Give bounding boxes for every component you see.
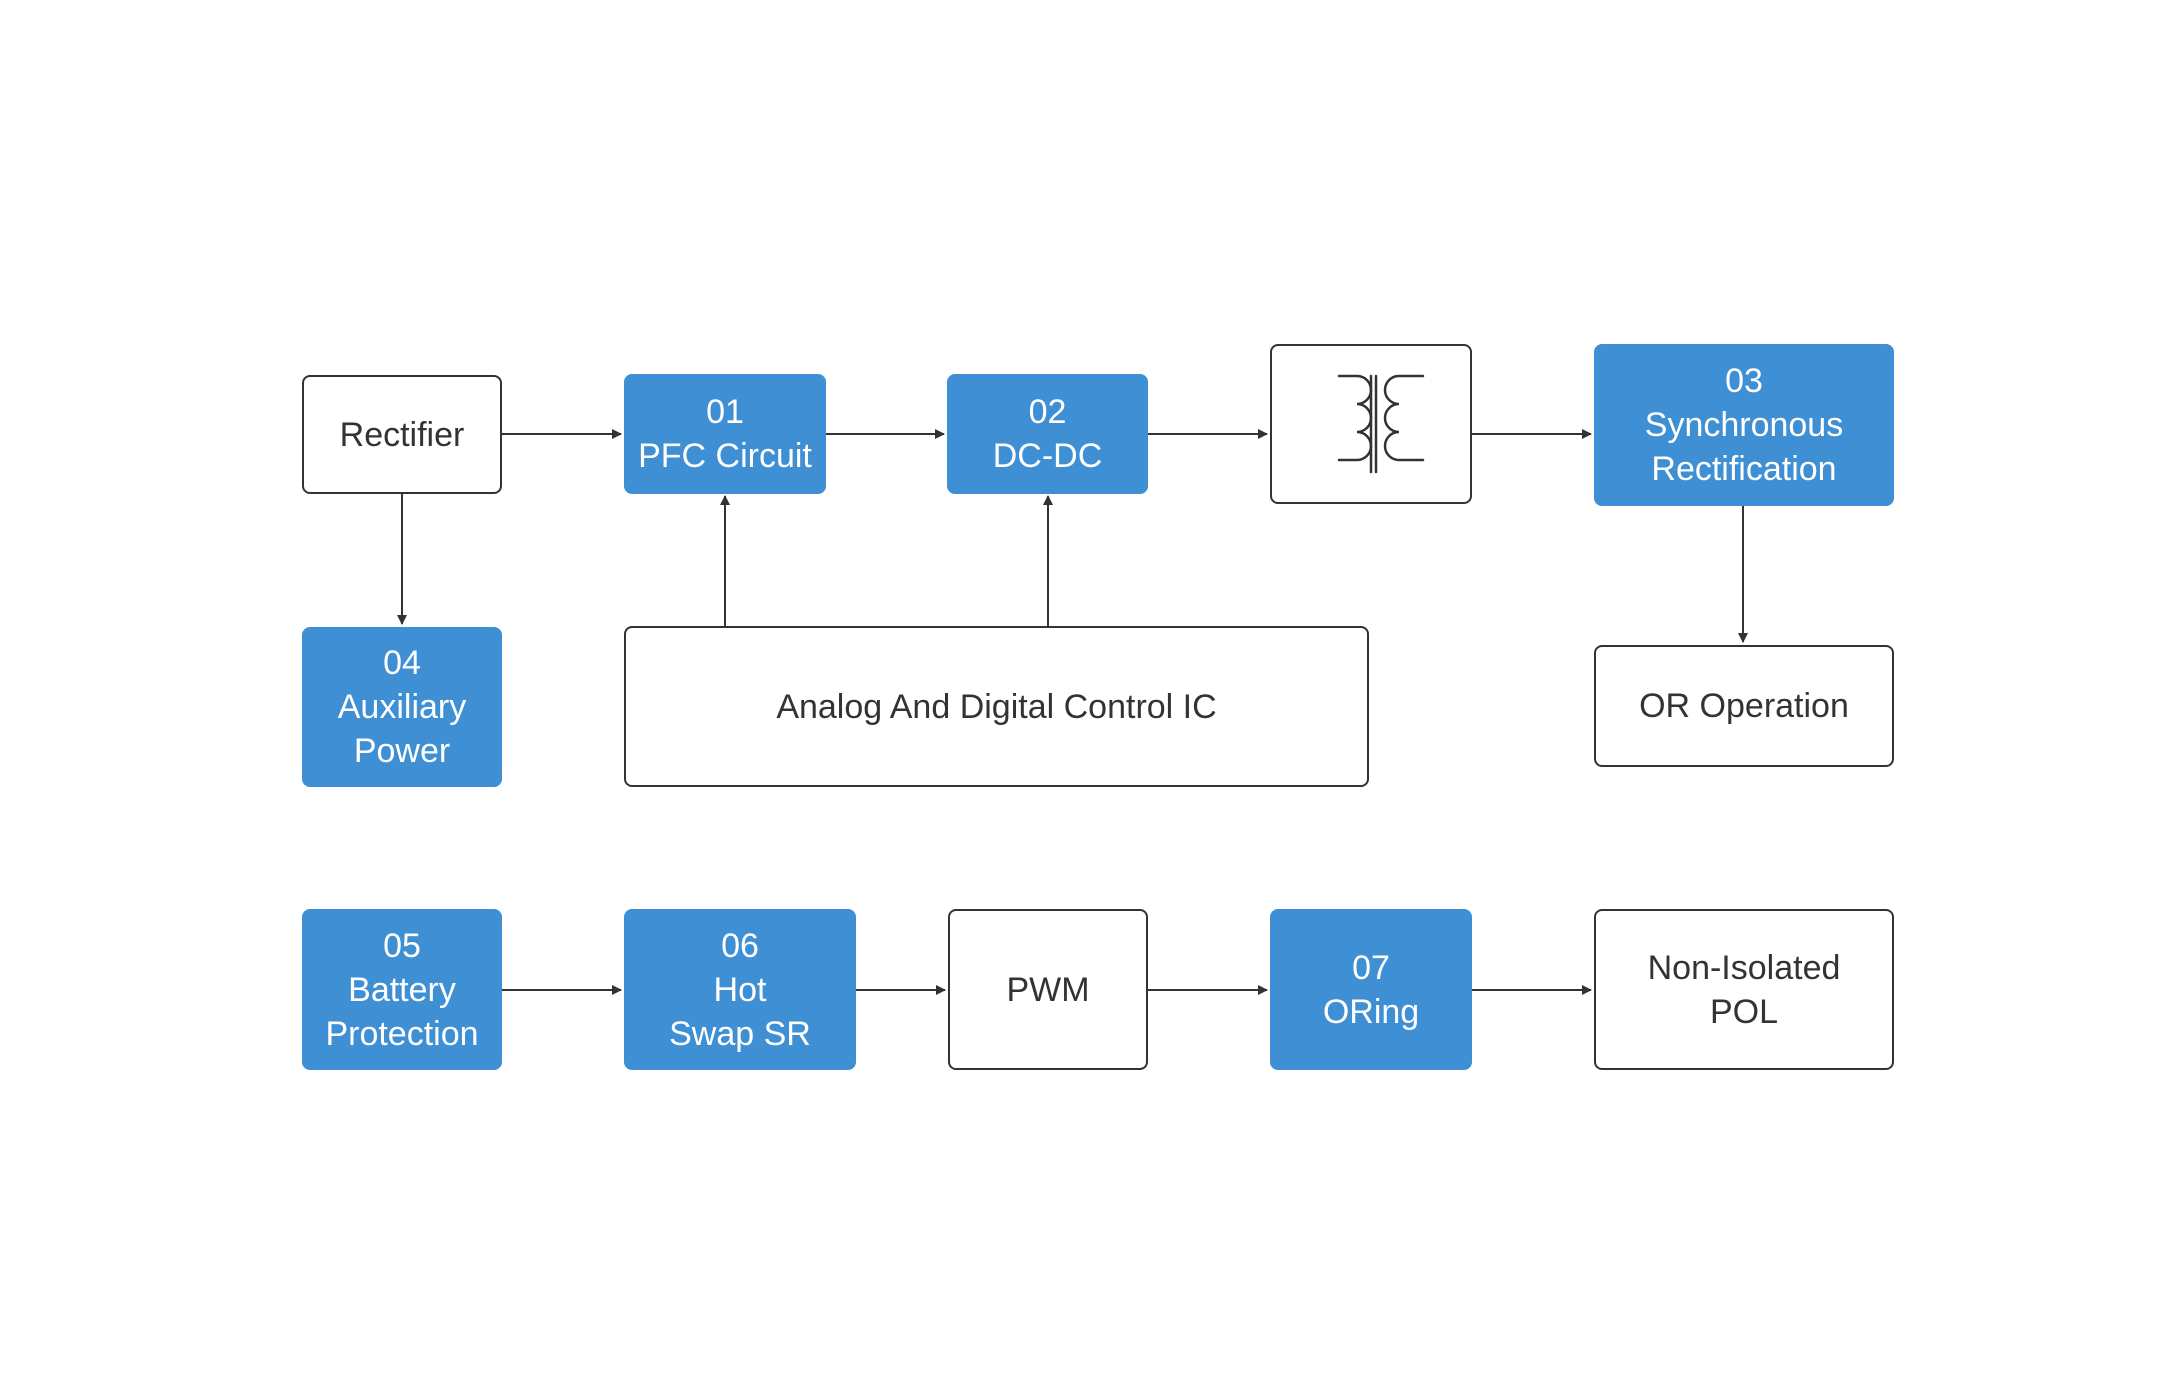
dcdc-block: 02 DC-DC: [947, 374, 1148, 494]
aux-power-line2: Power: [353, 732, 451, 770]
oring-number: 07: [1352, 948, 1390, 987]
hot-swap-block: 06 Hot Swap SR: [624, 909, 856, 1070]
dcdc-label: DC-DC: [992, 437, 1103, 475]
pfc-label: PFC Circuit: [638, 437, 812, 475]
hot-swap-line2: Swap SR: [669, 1014, 811, 1053]
rectifier-label: Rectifier: [339, 415, 465, 454]
hot-swap-line1: Hot: [713, 970, 767, 1009]
aux-power-line1: Auxiliary: [337, 688, 467, 726]
pfc-number: 01: [706, 393, 744, 431]
oring-label: ORing: [1322, 992, 1420, 1031]
control-ic-label: Analog And Digital Control IC: [776, 687, 1217, 726]
aux-power-number: 04: [383, 644, 421, 682]
synchronous-rectification-block: 03 Synchronous Rectification: [1594, 344, 1894, 506]
sync-rect-number: 03: [1725, 362, 1763, 400]
pwm-block: PWM: [948, 909, 1148, 1070]
sync-rect-line2: Rectification: [1651, 450, 1837, 488]
non-isolated-pol-block: Non-Isolated POL: [1594, 909, 1894, 1070]
or-operation-block: OR Operation: [1594, 645, 1894, 767]
battery-line2: Protection: [325, 1014, 479, 1053]
pwm-label: PWM: [1006, 970, 1090, 1009]
or-operation-label: OR Operation: [1639, 687, 1849, 725]
sync-rect-line1: Synchronous: [1644, 406, 1844, 444]
pfc-circuit-block: 01 PFC Circuit: [624, 374, 826, 494]
hot-swap-number: 06: [721, 926, 759, 965]
transformer-block: [1270, 344, 1472, 504]
rectifier-block: Rectifier: [302, 375, 502, 494]
auxiliary-power-block: 04 Auxiliary Power: [302, 627, 502, 787]
battery-line1: Battery: [348, 970, 456, 1009]
pol-line2: POL: [1709, 992, 1779, 1031]
dcdc-number: 02: [1028, 393, 1067, 431]
battery-protection-block: 05 Battery Protection: [302, 909, 502, 1070]
pol-line1: Non-Isolated: [1647, 948, 1841, 987]
control-ic-block: Analog And Digital Control IC: [624, 626, 1369, 787]
battery-number: 05: [383, 926, 421, 965]
transformer-icon: [1337, 374, 1425, 474]
oring-block: 07 ORing: [1270, 909, 1472, 1070]
